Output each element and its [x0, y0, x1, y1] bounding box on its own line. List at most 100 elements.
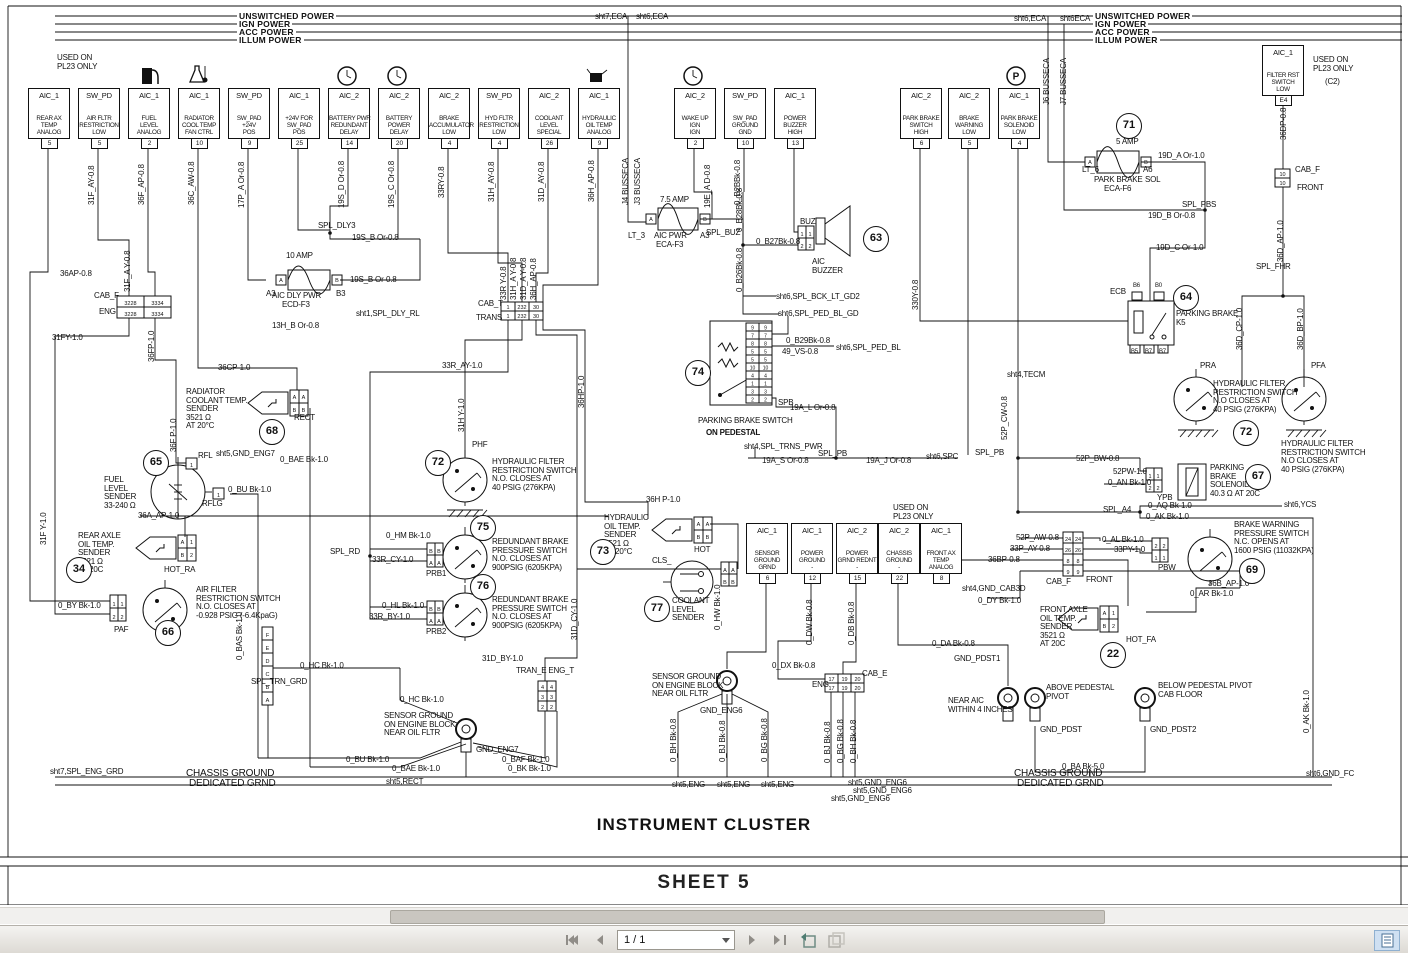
wire-label: RFL — [198, 451, 213, 460]
text: B — [302, 408, 306, 414]
connector-cell — [728, 573, 738, 587]
line — [1303, 429, 1311, 438]
text: B — [335, 278, 339, 284]
first-page-button[interactable] — [561, 930, 583, 950]
wire-label: 36D_AP-1.0 — [1276, 220, 1285, 262]
io-box-label: HYDRAULIC OIL TEMP ANALOG — [582, 115, 616, 136]
wire-label: 0_B28Bk-0.8 — [735, 187, 744, 232]
io-box-header: AIC_1 — [289, 91, 309, 100]
wire-label: sht5,ENG — [717, 780, 751, 789]
connector-cell — [528, 310, 544, 321]
text: 5 — [751, 358, 754, 364]
wire — [897, 574, 1009, 686]
power-rail-label: IGN POWER — [237, 19, 293, 29]
wire — [726, 574, 767, 669]
io-box-header: AIC_1 — [931, 526, 951, 535]
wire-label: sht5,GND_ENG6 — [853, 786, 912, 795]
text: 8 — [751, 342, 754, 348]
page-view-toggle-button[interactable] — [1374, 930, 1400, 951]
horizontal-scrollbar[interactable] — [0, 907, 1408, 924]
text: 2 — [808, 244, 811, 250]
wire — [1146, 587, 1240, 613]
wire-label: 33RY-0.8 — [437, 166, 446, 198]
wire-label: 0_BH Bk-0.8 — [849, 719, 858, 763]
wire-label: A3 — [700, 231, 710, 240]
scrollbar-thumb[interactable] — [390, 910, 1105, 924]
wire-label: sht5,GND_ENG6 — [848, 778, 907, 787]
io-box-header: AIC_1 — [802, 526, 822, 535]
wire-label: sht6,SPC — [926, 452, 959, 461]
text: 20 — [854, 686, 860, 692]
wire-label: 31D_BY-1.0 — [482, 654, 523, 663]
wire-label: 36F P-1.0 — [169, 418, 178, 452]
text: 2 — [550, 705, 553, 711]
wire-label: SENSOR GROUND ON ENGINE BLOCK NEAR OIL F… — [652, 672, 724, 698]
wire-label: 19D_B Or-0.8 — [1148, 211, 1195, 220]
previous-page-button[interactable] — [589, 930, 611, 950]
wire-label: J4 BUSSECA — [621, 158, 630, 205]
ring-terminal — [1134, 687, 1156, 709]
wire — [1141, 161, 1206, 301]
fuse-pin — [645, 213, 657, 225]
wire-label: 19A_L Or-0.8 — [790, 403, 836, 412]
next-page-button[interactable] — [741, 930, 763, 950]
text: 2 — [764, 398, 767, 404]
io-box-label: POWER GROUND - — [798, 550, 826, 571]
next-view-button[interactable] — [825, 930, 847, 950]
wire-label: sht6,ECA — [1014, 14, 1047, 23]
previous-view-button[interactable] — [797, 930, 819, 950]
fuse-element — [657, 203, 699, 235]
contact — [455, 604, 459, 608]
text: 9 — [751, 326, 754, 332]
callout-75: 75 — [470, 515, 496, 541]
contact — [1161, 334, 1167, 340]
callout-63: 63 — [863, 226, 889, 252]
io-box-label: POWER GRND REDNT - — [837, 550, 877, 571]
io-box-label: POWER BUZZER HIGH — [783, 115, 807, 136]
page-number-input[interactable]: 1 / 1 — [617, 930, 735, 950]
wire-label: CHASSIS GROUND — [1014, 768, 1103, 779]
text: B — [731, 580, 735, 586]
wire-label: 0_BG Bk-0.8 — [836, 719, 845, 763]
line — [1187, 429, 1195, 438]
text: 1 — [1154, 556, 1157, 562]
diagram-title: INSTRUMENT CLUSTER — [596, 815, 812, 834]
power-rail-label: IGN POWER — [1093, 19, 1149, 29]
text: 3 — [764, 390, 767, 396]
clock-icon — [337, 66, 357, 86]
io-box-header: AIC_1 — [785, 91, 805, 100]
page-dropdown-caret[interactable] — [722, 938, 730, 943]
connector-cell — [434, 554, 444, 568]
text: 9 — [764, 326, 767, 332]
last-page-button[interactable] — [769, 930, 791, 950]
io-box-pin: 4 — [491, 138, 508, 149]
wire-label: GND_ENG6 — [700, 706, 743, 715]
wire — [369, 320, 509, 620]
wire-label: sht7,ECA — [595, 12, 628, 21]
wire-label: LT_3 — [628, 231, 645, 240]
wire-label: 36D_BP-1.0 — [1296, 308, 1305, 350]
text: B — [723, 580, 727, 586]
text: 26 — [1065, 548, 1071, 554]
wire-label: 49_VS-0.8 — [782, 347, 819, 356]
text: 1 — [764, 382, 767, 388]
text: 1 — [506, 305, 509, 311]
line — [476, 549, 482, 556]
parking-brake-icon — [1006, 66, 1026, 86]
text: 30 — [533, 305, 539, 311]
callout-65: 65 — [143, 450, 169, 476]
resistor — [717, 357, 739, 369]
document-icon — [1381, 933, 1393, 948]
text: A — [437, 561, 441, 567]
ring-terminal-stem — [1139, 707, 1151, 722]
sender-symbol — [1077, 615, 1087, 624]
callout-67: 67 — [1245, 464, 1271, 490]
text: 1 — [751, 382, 754, 388]
wire-label: 0_DX Bk-0.8 — [772, 661, 816, 670]
io-box-header: AIC_2 — [847, 526, 867, 535]
text: 2 — [1162, 544, 1165, 550]
wire-label: B6 — [1133, 283, 1140, 289]
